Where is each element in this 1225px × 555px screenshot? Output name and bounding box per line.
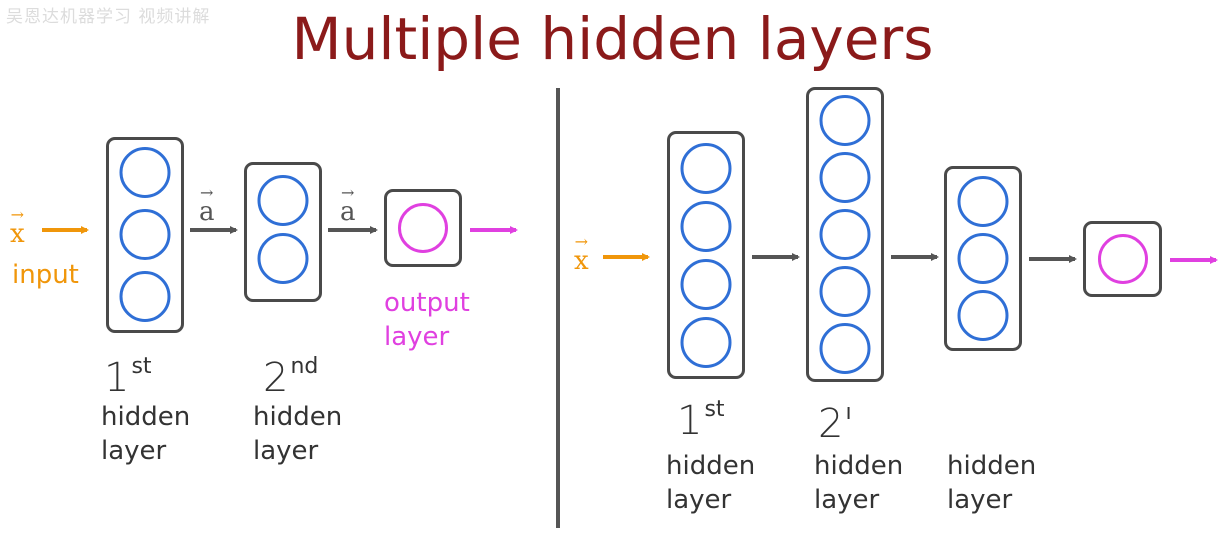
neuron — [819, 152, 871, 203]
left-layer-2-ordinal: 2nd — [263, 354, 319, 401]
neuron — [957, 176, 1009, 227]
output-label: output layer — [384, 288, 470, 352]
activation-a-2: →a — [340, 183, 356, 227]
divider — [556, 88, 560, 528]
neuron — [119, 271, 171, 322]
neuron — [957, 233, 1009, 284]
left-hidden-layer-2 — [244, 162, 322, 302]
watermark: 吴恩达机器学习 视频讲解 — [6, 7, 211, 27]
output-neuron — [398, 203, 448, 253]
right-hidden-layer-3 — [944, 166, 1022, 351]
output-neuron — [1097, 234, 1148, 284]
neuron — [680, 143, 732, 194]
neuron — [257, 175, 309, 226]
left-layer-1-ordinal: 1st — [104, 354, 152, 401]
neuron — [680, 259, 732, 310]
right-layer-3-label: hidden layer — [947, 451, 1037, 515]
right-layer-2-label: hidden layer — [814, 451, 904, 515]
neuron — [819, 266, 871, 317]
left-output-layer — [384, 189, 462, 267]
neuron — [119, 209, 171, 260]
input-x-left: →x — [10, 205, 25, 249]
neuron — [957, 290, 1009, 341]
right-layer-1-label: hidden layer — [666, 451, 756, 515]
activation-a-1: →a — [199, 183, 215, 227]
neuron — [819, 209, 871, 260]
right-layer-2-ordinal: 2ı — [818, 400, 852, 447]
left-layer-2-label: hidden layer — [253, 402, 343, 466]
input-label: input — [12, 260, 79, 290]
left-layer-1-label: hidden layer — [101, 402, 191, 466]
left-hidden-layer-1 — [106, 137, 184, 333]
input-x-right: →x — [574, 232, 589, 276]
right-output-layer — [1083, 221, 1162, 297]
page-title: Multiple hidden layers — [291, 5, 934, 73]
neuron — [257, 233, 309, 284]
right-hidden-layer-2 — [806, 87, 884, 382]
right-hidden-layer-1 — [667, 131, 745, 379]
neuron — [680, 201, 732, 252]
neuron — [819, 323, 871, 374]
neuron — [680, 317, 732, 368]
neuron — [819, 95, 871, 146]
right-layer-1-ordinal: 1st — [677, 397, 725, 444]
neuron — [119, 147, 171, 198]
